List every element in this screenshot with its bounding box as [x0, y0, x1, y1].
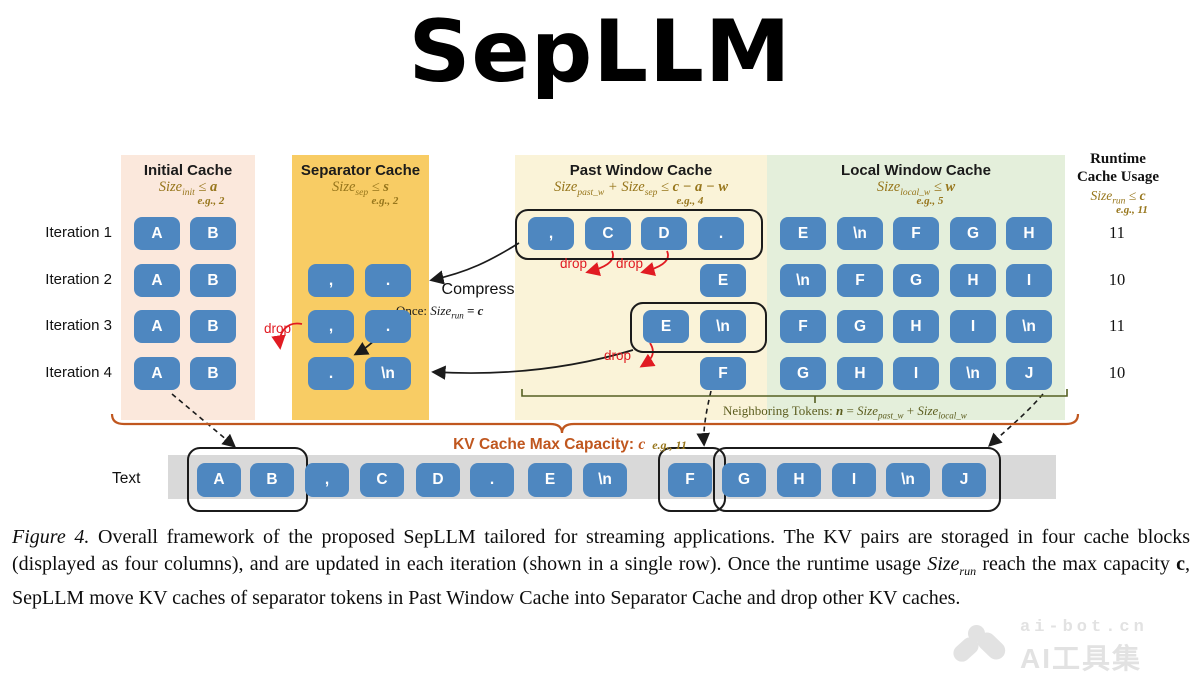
text-row-label: Text — [112, 470, 141, 487]
token-initial: A — [134, 217, 180, 250]
token-text-row: E — [528, 463, 572, 497]
page-title: SepLLM — [408, 2, 792, 102]
compress-label: Compress — [441, 281, 515, 298]
token-past-window: D — [641, 217, 687, 250]
runtime-usage-value: 11 — [1109, 223, 1125, 242]
drop-label-4: drop — [604, 348, 632, 363]
separator-cache-title: Separator Cache — [300, 162, 421, 179]
token-local-window: J — [1006, 357, 1052, 390]
token-local-window: F — [780, 310, 826, 343]
initial-cache-formula: Sizeinit ≤ a — [158, 179, 218, 198]
token-local-window: H — [950, 264, 996, 297]
token-past-window: C — [585, 217, 631, 250]
token-text-row: B — [250, 463, 294, 497]
token-initial: A — [134, 357, 180, 390]
token-local-window: G — [893, 264, 939, 297]
token-separator: \n — [365, 357, 411, 390]
initial-cache-title: Initial Cache — [143, 162, 233, 179]
token-initial: B — [190, 217, 236, 250]
token-local-window: G — [837, 310, 883, 343]
local-window-cache-eg: e.g., 5 — [916, 195, 944, 207]
token-text-row: \n — [886, 463, 930, 497]
token-local-window: H — [893, 310, 939, 343]
token-initial: B — [190, 310, 236, 343]
drop-label-2: drop — [616, 256, 644, 271]
local-window-cache-formula: Sizelocal_w ≤ w — [876, 179, 956, 198]
token-past-window: . — [698, 217, 744, 250]
iteration-label: Iteration 2 — [45, 271, 112, 288]
token-local-window: G — [780, 357, 826, 390]
token-separator: , — [308, 264, 354, 297]
token-text-row: D — [416, 463, 460, 497]
runtime-eg: e.g., 11 — [1116, 204, 1148, 216]
token-local-window: F — [837, 264, 883, 297]
past-window-cache-eg: e.g., 4 — [676, 195, 704, 207]
token-separator: . — [365, 264, 411, 297]
watermark-logo-icon — [949, 619, 1012, 667]
past-row3-group-outline — [630, 302, 767, 353]
token-separator: . — [308, 357, 354, 390]
token-text-row: , — [305, 463, 349, 497]
runtime-usage-value: 10 — [1108, 270, 1126, 289]
token-text-row: \n — [583, 463, 627, 497]
token-local-window: \n — [950, 357, 996, 390]
runtime-formula: Sizerun ≤ c — [1090, 188, 1146, 207]
token-text-row: C — [360, 463, 404, 497]
watermark-brand: AI工具集 — [1020, 643, 1143, 674]
figure-caption: Figure 4. Overall framework of the propo… — [12, 526, 1191, 609]
token-past-window: , — [528, 217, 574, 250]
token-local-window: I — [893, 357, 939, 390]
iteration-label: Iteration 3 — [45, 317, 112, 334]
token-local-window: I — [950, 310, 996, 343]
token-local-window: E — [780, 217, 826, 250]
drop-label-1: drop — [560, 256, 588, 271]
token-text-row: H — [777, 463, 821, 497]
token-text-row: F — [668, 463, 712, 497]
iteration-label: Iteration 4 — [45, 364, 112, 381]
token-text-row: A — [197, 463, 241, 497]
token-initial: B — [190, 357, 236, 390]
token-text-row: I — [832, 463, 876, 497]
token-separator: . — [365, 310, 411, 343]
separator-cache-eg: e.g., 2 — [371, 195, 399, 207]
past-window-cache-formula: Sizepast_w + Sizesep ≤ c − a − w — [553, 179, 729, 198]
token-local-window: I — [1006, 264, 1052, 297]
text-gj-group-outline — [713, 447, 1001, 512]
token-text-row: . — [470, 463, 514, 497]
token-past-window: E — [643, 310, 689, 343]
neighboring-tokens-label: Neighboring Tokens: n = Sizepast_w + Siz… — [723, 403, 967, 421]
watermark-domain: ai-bot.cn — [1020, 618, 1148, 637]
past-row1-group-outline — [515, 209, 763, 260]
token-local-window: H — [1006, 217, 1052, 250]
token-local-window: H — [837, 357, 883, 390]
past-window-cache-title: Past Window Cache — [569, 162, 713, 179]
token-past-window: F — [700, 357, 746, 390]
token-initial: B — [190, 264, 236, 297]
token-separator: , — [308, 310, 354, 343]
runtime-usage-value: 11 — [1109, 316, 1125, 335]
iteration-label: Iteration 1 — [45, 224, 112, 241]
token-text-row: G — [722, 463, 766, 497]
token-initial: A — [134, 264, 180, 297]
token-local-window: \n — [780, 264, 826, 297]
runtime-cache-usage-header: Runtime Cache Usage — [1076, 151, 1160, 185]
separator-cache-formula: Sizesep ≤ s — [332, 179, 389, 198]
token-local-window: F — [893, 217, 939, 250]
token-local-window: G — [950, 217, 996, 250]
token-past-window: E — [700, 264, 746, 297]
local-window-cache-title: Local Window Cache — [841, 162, 991, 179]
initial-cache-eg: e.g., 2 — [197, 195, 225, 207]
watermark: ai-bot.cn AI工具集 — [949, 613, 1190, 674]
token-past-window: \n — [700, 310, 746, 343]
token-local-window: \n — [837, 217, 883, 250]
token-initial: A — [134, 310, 180, 343]
token-text-row: J — [942, 463, 986, 497]
drop-label-3: drop — [264, 321, 292, 336]
token-local-window: \n — [1006, 310, 1052, 343]
runtime-usage-value: 10 — [1108, 363, 1126, 382]
